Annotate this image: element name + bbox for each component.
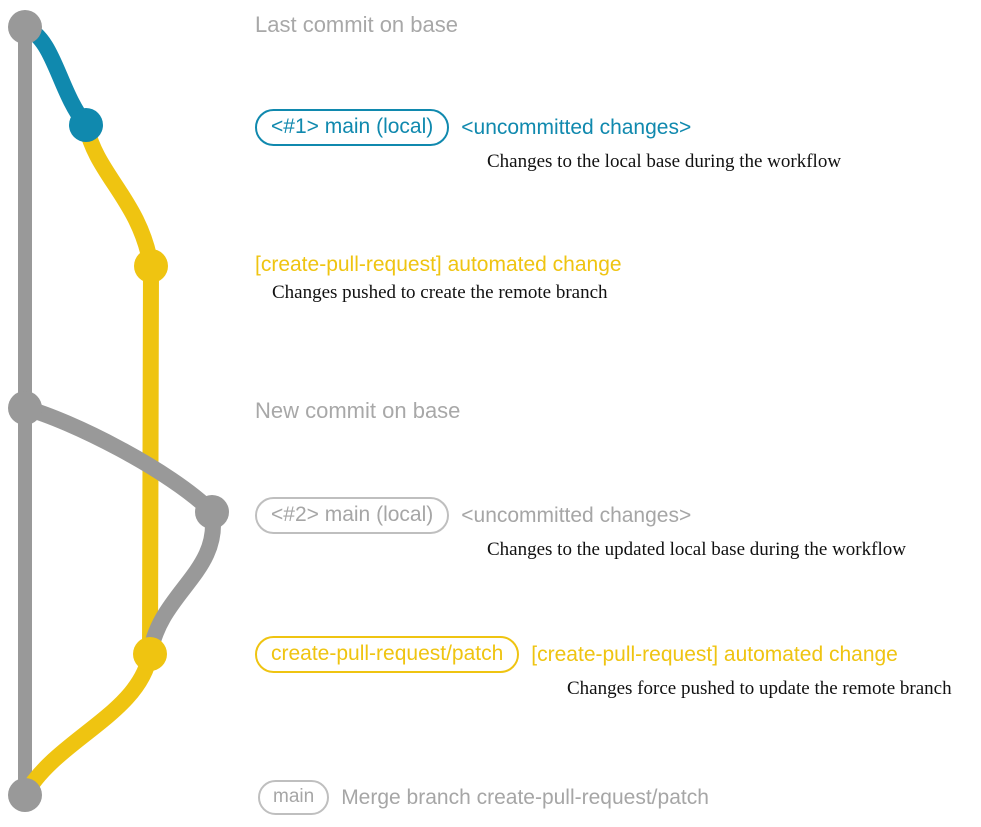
branch-badge-main-local-1[interactable]: <#1> main (local) [255,109,450,146]
row-headline: <uncommitted changes> [461,503,692,527]
commit-local-1[interactable] [69,108,103,142]
row-subline: Changes to the updated local base during… [487,539,906,560]
row-automated-change-1: [create-pull-request] automated change C… [255,253,622,304]
row-headline: [create-pull-request] automated change [255,253,622,276]
commit-base-new[interactable] [8,391,42,425]
local-branch-line-2 [17,400,220,520]
row-headline: New commit on base [255,398,461,423]
row-uncommitted-changes-1: <#1> main (local) <uncommitted changes> … [255,109,841,173]
branch-badge-main-local-2[interactable]: <#2> main (local) [255,497,450,534]
local-to-patch-line [142,504,222,662]
commit-patch-2[interactable] [133,637,167,671]
row-headline: Last commit on base [255,12,458,37]
commit-local-2[interactable] [195,495,229,529]
patch-trunk-line [142,258,159,662]
commit-patch-1[interactable] [134,249,168,283]
row-headline: <uncommitted changes> [461,115,692,139]
row-subline: Changes force pushed to update the remot… [567,678,952,699]
local-branch-line-1 [17,19,94,133]
patch-branch-line-1 [78,117,159,274]
row-last-commit-on-base: Last commit on base [255,12,458,38]
row-subline: Changes pushed to create the remote bran… [272,282,608,303]
branch-badge-create-pull-request-patch[interactable]: create-pull-request/patch [255,636,520,673]
row-merge-branch: main Merge branch create-pull-request/pa… [258,780,709,815]
merge-line [17,646,158,803]
branch-badge-main[interactable]: main [258,780,330,815]
row-headline: Merge branch create-pull-request/patch [341,785,709,809]
row-new-commit-on-base: New commit on base [255,398,460,424]
row-headline: [create-pull-request] automated change [531,642,898,666]
commit-base-merge[interactable] [8,778,42,812]
row-uncommitted-changes-2: <#2> main (local) <uncommitted changes> … [255,497,906,561]
row-automated-change-2: create-pull-request/patch [create-pull-r… [255,636,952,700]
row-subline: Changes to the local base during the wor… [487,151,842,172]
commit-base-top[interactable] [8,10,42,44]
